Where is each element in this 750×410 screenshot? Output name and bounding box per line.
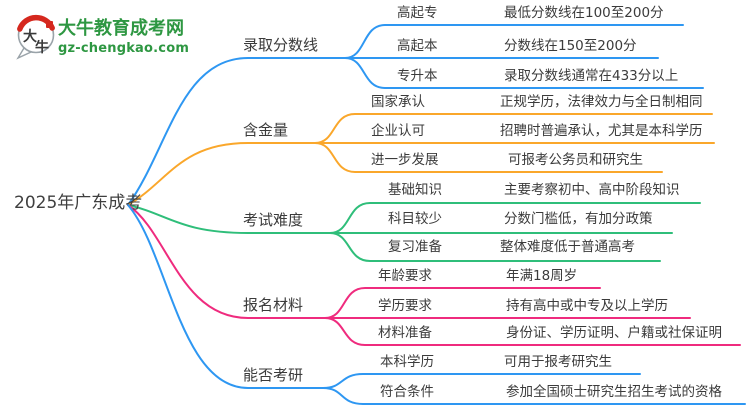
site-logo: 大 牛 大牛教育成考网 gz-chengkao.com bbox=[16, 14, 189, 60]
child-node-label: 高起本 bbox=[397, 38, 438, 54]
child-node-label: 年龄要求 bbox=[378, 268, 432, 284]
site-url: gz-chengkao.com bbox=[58, 41, 189, 56]
branch-label-registration-materials: 报名材料 bbox=[243, 296, 304, 314]
leaf-node-label: 招聘时普遍承认，尤其是本科学历 bbox=[500, 123, 703, 139]
leaf-node-label: 持有高中或中专及以上学历 bbox=[506, 298, 668, 314]
branch-label-admission-scores: 录取分数线 bbox=[243, 36, 319, 54]
leaf-node-label: 整体难度低于普通高考 bbox=[500, 239, 635, 255]
branch-label-value: 含金量 bbox=[243, 121, 289, 139]
branch-3-links bbox=[127, 204, 741, 346]
child-node-label: 学历要求 bbox=[378, 298, 432, 314]
child-node-label: 高起专 bbox=[397, 5, 438, 21]
child-node-label: 复习准备 bbox=[388, 239, 442, 255]
logo-bubble-icon: 大 牛 bbox=[16, 14, 55, 60]
brand-name: 大牛教育成考网 bbox=[58, 17, 184, 39]
logo-seal-char: 大 bbox=[23, 28, 37, 45]
child-node-label: 本科学历 bbox=[380, 354, 434, 370]
child-node-label: 进一步发展 bbox=[371, 152, 439, 168]
leaf-node-label: 参加全国硕士研究生招生考试的资格 bbox=[506, 384, 722, 400]
leaf-node-label: 身份证、学历证明、户籍或社保证明 bbox=[506, 325, 722, 341]
leaf-node-label: 年满18周岁 bbox=[506, 268, 578, 284]
branch-1-links bbox=[127, 113, 715, 206]
branch-4-links bbox=[127, 204, 746, 405]
leaf-node-label: 最低分数线在100至200分 bbox=[504, 5, 664, 21]
branch-2-links bbox=[127, 202, 701, 262]
child-node-label: 符合条件 bbox=[380, 384, 434, 400]
leaf-node-label: 可报考公务员和研究生 bbox=[508, 152, 643, 168]
leaf-node-label: 可用于报考研究生 bbox=[504, 354, 612, 370]
leaf-node-label: 录取分数线通常在433分以上 bbox=[504, 68, 679, 84]
child-node-label: 国家承认 bbox=[371, 94, 425, 110]
branch-0-links bbox=[127, 24, 704, 206]
branch-label-postgraduate-eligibility: 能否考研 bbox=[243, 366, 304, 384]
logo-seal-char: 牛 bbox=[35, 39, 49, 56]
branch-label-exam-difficulty: 考试难度 bbox=[243, 211, 304, 229]
child-node-label: 基础知识 bbox=[388, 182, 442, 198]
leaf-node-label: 正规学历，法律效力与全日制相同 bbox=[500, 94, 703, 110]
child-node-label: 专升本 bbox=[397, 68, 438, 84]
leaf-node-label: 分数线在150至200分 bbox=[504, 38, 637, 54]
root-node: 2025年广东成考 bbox=[14, 193, 143, 213]
logo-seal-icon bbox=[46, 21, 53, 28]
child-node-label: 科目较少 bbox=[388, 211, 442, 227]
child-node-label: 材料准备 bbox=[378, 325, 432, 341]
child-node-label: 企业认可 bbox=[371, 123, 425, 139]
leaf-node-label: 分数门槛低，有加分政策 bbox=[504, 211, 653, 227]
leaf-node-label: 主要考察初中、高中阶段知识 bbox=[504, 182, 680, 198]
